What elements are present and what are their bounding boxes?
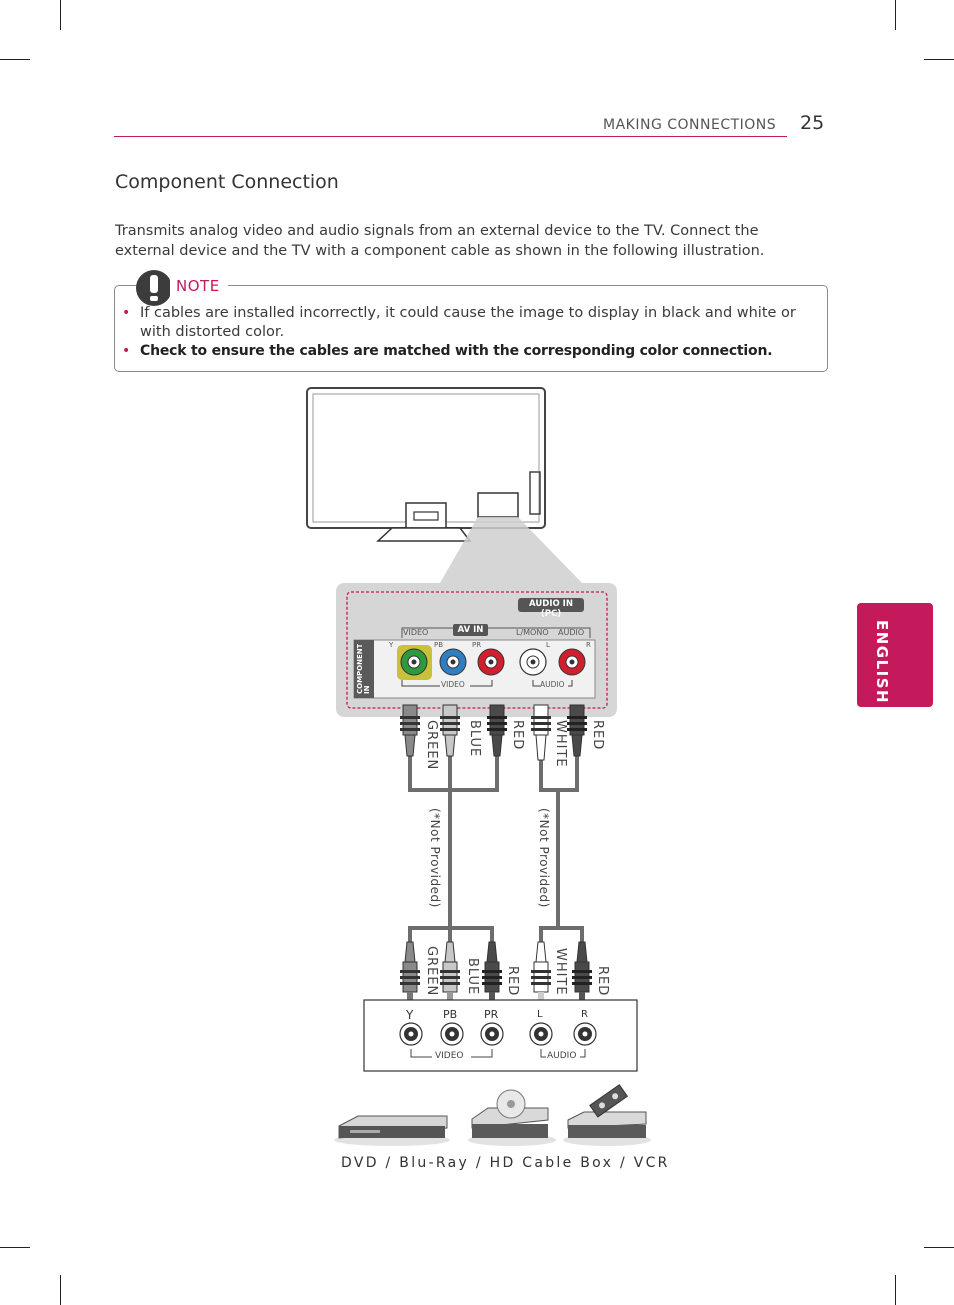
not-provided-note: (*Not Provided) (428, 808, 442, 908)
bullet-icon: • (122, 343, 131, 359)
device-jack-y-label: Y (406, 1008, 414, 1022)
crop-mark (924, 1247, 954, 1248)
audio-in-pc-label: AUDIO IN (PC) (529, 599, 573, 619)
cables (408, 756, 584, 942)
page-number: 25 (800, 112, 825, 134)
warning-icon-mark (150, 275, 158, 293)
intro-paragraph: Transmits analog video and audio signals… (115, 223, 765, 259)
l-mono-label: L/MONO (516, 628, 549, 637)
device-output-panel (363, 999, 638, 1072)
audio-label: AUDIO (558, 628, 585, 637)
device-jack-r-label: R (581, 1009, 588, 1020)
note-label-background (170, 276, 228, 296)
section-label: MAKING CONNECTIONS (603, 117, 777, 133)
video-label: VIDEO (403, 628, 429, 637)
note-label: NOTE (176, 277, 220, 295)
jack-y-label: Y (389, 641, 394, 649)
cable-label-blue-bottom: BLUE (465, 958, 480, 996)
crop-mark (60, 0, 61, 30)
audio-bracket-label: AUDIO (540, 680, 565, 689)
cable-label-blue-top: BLUE (467, 720, 482, 758)
device-illustrations (334, 1084, 651, 1146)
note-box (114, 285, 828, 372)
note-item: If cables are installed incorrectly, it … (140, 305, 796, 340)
header-rule (114, 136, 787, 137)
crop-mark (0, 59, 30, 60)
cable-label-red-bottom: RED (505, 966, 520, 997)
device-jack-l-label: L (537, 1009, 543, 1020)
device-audio-label: AUDIO (547, 1051, 577, 1061)
device-jack-pr-label: PR (484, 1008, 499, 1021)
not-provided-note: (*Not Provided) (537, 808, 551, 908)
crop-mark (895, 0, 896, 30)
top-plugs (400, 704, 587, 761)
language-tab (857, 603, 933, 707)
cable-label-green-top: GREEN (424, 720, 439, 771)
video-bracket-label: VIDEO (441, 680, 465, 689)
warning-icon-dot (150, 296, 158, 301)
language-tab-label: ENGLISH (873, 620, 891, 705)
tv-jack-panel (336, 583, 617, 717)
device-video-label: VIDEO (435, 1051, 464, 1061)
cable-label-white-top: WHITE (553, 720, 568, 768)
jack-pb-label: PB (434, 641, 444, 649)
page-title: Component Connection (115, 171, 339, 193)
jack-pr-label: PR (472, 641, 482, 649)
av-in-label: AV IN (457, 625, 484, 635)
jack-r-label: R (586, 641, 591, 649)
crop-mark (924, 59, 954, 60)
cable-label-red-top: RED (510, 720, 525, 751)
cable-label-green-bottom: GREEN (424, 946, 439, 997)
cable-label-white-bottom: WHITE (553, 948, 568, 996)
crop-mark (60, 1275, 61, 1305)
bottom-plugs (400, 941, 592, 1002)
cable-label-red2-bottom: RED (595, 966, 610, 997)
tv-back-illustration (306, 387, 582, 583)
component-in-label: COMPONENT IN (357, 644, 371, 694)
jack-l-label: L (546, 641, 550, 649)
note-item-emphasis: Check to ensure the cables are matched w… (140, 343, 773, 359)
bullet-icon: • (122, 305, 131, 321)
crop-mark (895, 1275, 896, 1305)
device-caption: DVD / Blu-Ray / HD Cable Box / VCR (341, 1155, 670, 1171)
cable-label-red2-top: RED (590, 720, 605, 751)
device-jack-pb-label: PB (443, 1008, 458, 1021)
crop-mark (0, 1247, 30, 1248)
